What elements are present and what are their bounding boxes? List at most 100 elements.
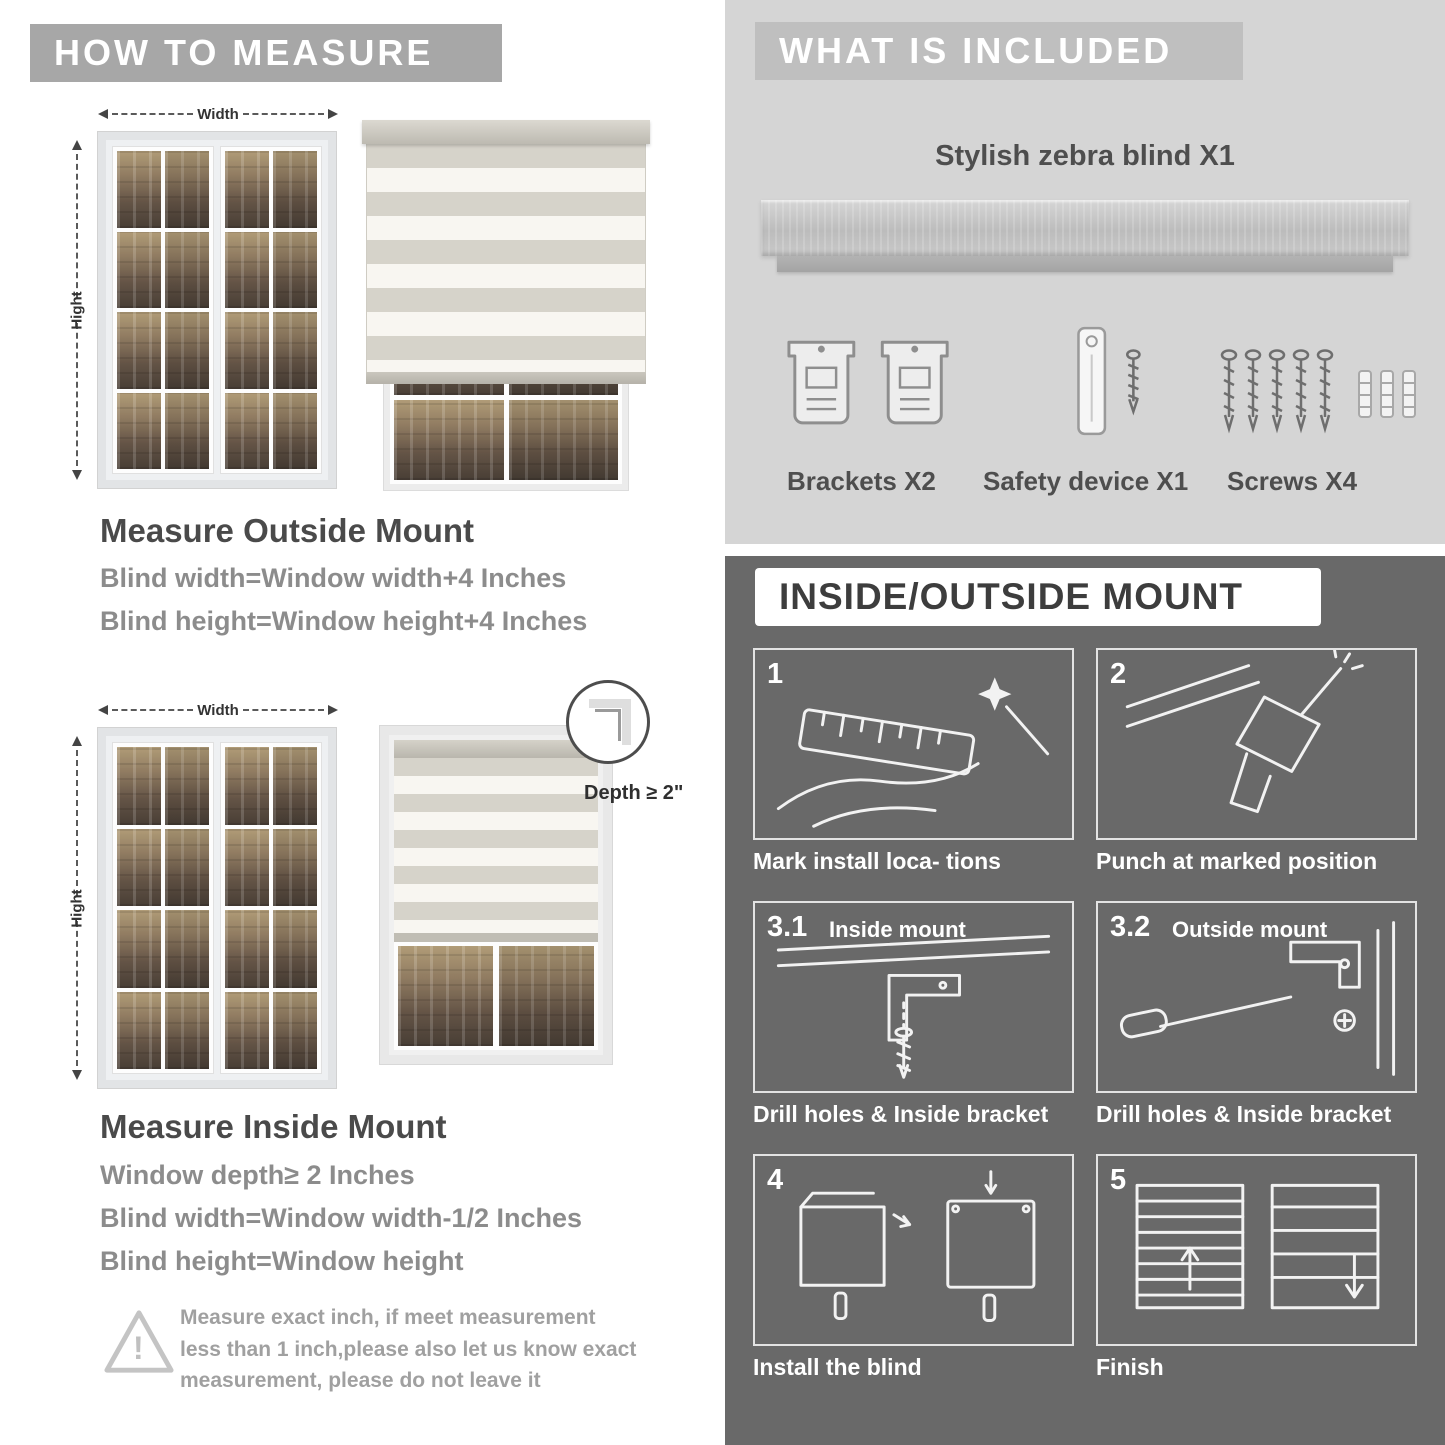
arrow-up-icon — [72, 736, 82, 746]
step-5-illustration: 5 — [1096, 1154, 1417, 1346]
blind-cassette — [362, 120, 650, 144]
step-title: Outside mount — [1172, 917, 1328, 942]
inside-mount-line-1: Window depth≥ 2 Inches — [100, 1160, 415, 1190]
ruler-marking-icon — [776, 677, 1050, 828]
blind-bottom-rail — [366, 372, 646, 384]
blind-zebra-stripes — [394, 758, 598, 933]
step-1-illustration: 1 — [753, 648, 1074, 840]
dash-line — [76, 322, 78, 466]
product-title: Stylish zebra blind X1 — [935, 140, 1235, 172]
dash-line — [242, 709, 325, 711]
depth-callout-label: Depth ≥ 2" — [584, 782, 684, 804]
dash-line — [112, 709, 194, 711]
step-3-1: 3.1 Inside mount — [753, 901, 1074, 1128]
window-pane — [225, 828, 269, 906]
window-pane — [165, 312, 209, 389]
window-pane — [117, 991, 161, 1069]
zebra-blind-inside-figure — [380, 726, 612, 1064]
window-corner-icon — [595, 709, 621, 741]
dash-line — [76, 154, 78, 298]
brackets-icon — [785, 328, 957, 442]
screws-label: Screws X4 — [1227, 466, 1358, 496]
mount-instructions-section: INSIDE/OUTSIDE MOUNT 1 — [725, 556, 1445, 1445]
arrow-left-icon — [98, 109, 108, 119]
mount-steps-grid: 1 — [753, 648, 1417, 1381]
window-pane — [273, 392, 317, 469]
arrow-right-icon — [328, 705, 339, 715]
window-sash — [220, 146, 322, 474]
window-sash — [112, 146, 214, 474]
zebra-blind-outside-figure — [362, 120, 650, 490]
install-blind-icon — [799, 1170, 1036, 1322]
screws-icon — [1217, 345, 1431, 445]
step-number: 2 — [1110, 658, 1127, 690]
window-photo-inside — [98, 728, 336, 1088]
width-arrow-outside: Width — [98, 104, 339, 124]
step-3-2: 3.2 Outside mount — [1096, 901, 1417, 1128]
dash-line — [112, 113, 194, 115]
window-pane — [165, 151, 209, 228]
blind-zebra-stripes — [366, 144, 646, 372]
window-pane — [165, 392, 209, 469]
arrow-down-icon — [72, 1070, 82, 1080]
window-pane — [225, 747, 269, 825]
window-pane — [273, 312, 317, 389]
step-caption: Finish — [1096, 1354, 1164, 1380]
outside-mount-heading: Measure Outside Mount — [100, 512, 475, 549]
window-pane — [117, 151, 161, 228]
window-pane — [225, 991, 269, 1069]
window-pane — [225, 392, 269, 469]
step-number: 3.1 — [767, 911, 808, 943]
window-pane — [117, 392, 161, 469]
height-label: Hight — [68, 290, 86, 330]
how-to-measure-banner: HOW TO MEASURE — [30, 24, 502, 82]
window-pane — [273, 910, 317, 988]
measure-note: Measure exact inch, if meet measurement … — [180, 1306, 637, 1392]
window-pane — [273, 747, 317, 825]
window-pane — [165, 910, 209, 988]
depth-callout-circle — [566, 680, 650, 764]
blind-headrail-lip — [777, 256, 1393, 272]
mount-section-banner: INSIDE/OUTSIDE MOUNT — [755, 568, 1321, 626]
warning-triangle-icon: ! — [100, 1306, 178, 1378]
what-is-included-panel: WHAT IS INCLUDED Stylish zebra blind X1 — [725, 0, 1445, 544]
step-caption: Mark install loca- tions — [753, 848, 1001, 874]
window-pane — [165, 231, 209, 308]
window-corner-icon — [589, 699, 631, 745]
step-caption: Drill holes & Inside bracket — [1096, 1101, 1392, 1127]
step-number: 4 — [767, 1164, 784, 1196]
blind-cassette — [394, 740, 598, 758]
step-4: 4 — [753, 1154, 1074, 1381]
dash-line — [76, 750, 78, 896]
step-4-illustration: 4 — [753, 1154, 1074, 1346]
window-pane — [225, 312, 269, 389]
window-pane — [225, 151, 269, 228]
window-pane — [117, 747, 161, 825]
window-sash — [112, 742, 214, 1074]
arrow-right-icon — [328, 109, 339, 119]
step-5: 5 Fi — [1096, 1154, 1417, 1381]
step-caption: Drill holes & Inside bracket — [753, 1101, 1049, 1127]
window-pane — [394, 400, 504, 480]
outside-mount-line-1: Blind width=Window width+4 Inches — [100, 563, 567, 593]
window-photo-outside — [98, 132, 336, 488]
window-pane — [165, 991, 209, 1069]
height-arrow-outside: Hight — [66, 140, 88, 480]
step-3-2-illustration: 3.2 Outside mount — [1096, 901, 1417, 1093]
window-pane — [273, 231, 317, 308]
window-pane — [225, 231, 269, 308]
inside-bracket-icon — [776, 934, 1051, 1079]
window-pane — [225, 910, 269, 988]
window-behind-blind — [394, 942, 598, 1050]
height-label: Hight — [68, 888, 86, 928]
window-pane — [398, 946, 493, 1046]
width-label: Width — [197, 105, 239, 123]
step-2-illustration: 2 — [1096, 648, 1417, 840]
step-number: 5 — [1110, 1164, 1127, 1196]
brackets-label: Brackets X2 — [787, 466, 936, 496]
step-1: 1 — [753, 648, 1074, 875]
safety-device-icon — [1050, 322, 1172, 444]
drill-icon — [1125, 650, 1364, 814]
window-pane — [117, 231, 161, 308]
